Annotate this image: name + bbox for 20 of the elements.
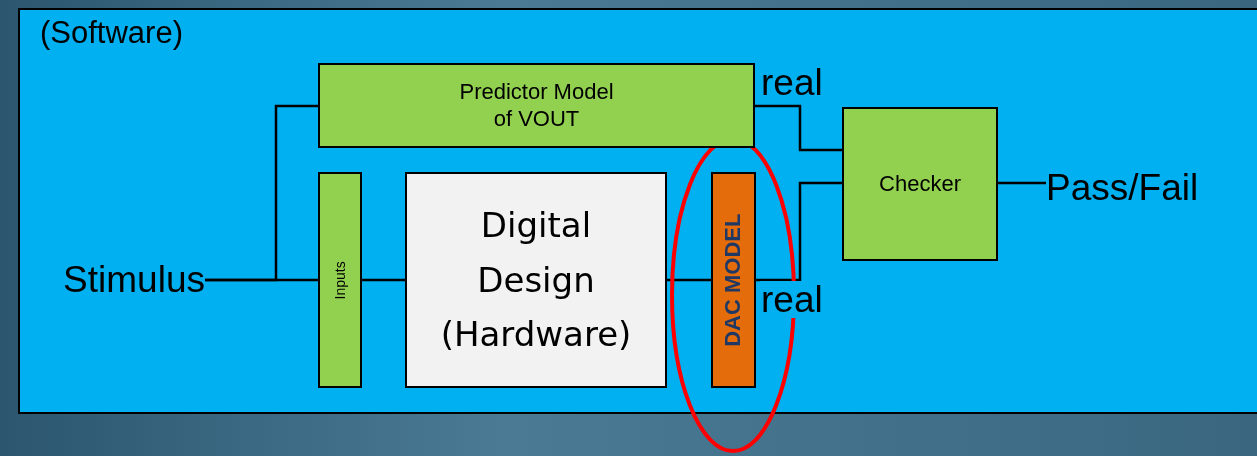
connector-line bbox=[667, 278, 711, 282]
box-text: Checker bbox=[879, 170, 961, 198]
box-text: Inputs bbox=[331, 260, 349, 300]
process-box bbox=[405, 172, 667, 388]
connector-line bbox=[756, 181, 842, 282]
connector-line bbox=[755, 104, 842, 152]
process-box bbox=[711, 172, 756, 388]
box-text: Predictor Model of VOUT bbox=[459, 79, 614, 132]
panel-title: (Software) bbox=[40, 15, 183, 51]
connector-line bbox=[362, 278, 405, 282]
box-text: DAC MODEL bbox=[720, 213, 747, 347]
connector-line bbox=[205, 278, 318, 282]
process-box bbox=[842, 107, 998, 261]
process-box bbox=[318, 63, 755, 148]
edge-label: real bbox=[760, 281, 824, 318]
box-text: Digital Design (Hardware) bbox=[439, 204, 633, 357]
terminal-label: Pass/Fail bbox=[1046, 164, 1251, 212]
terminal-label: Stimulus bbox=[25, 258, 205, 302]
connector-line bbox=[998, 181, 1046, 185]
process-box bbox=[318, 172, 362, 388]
